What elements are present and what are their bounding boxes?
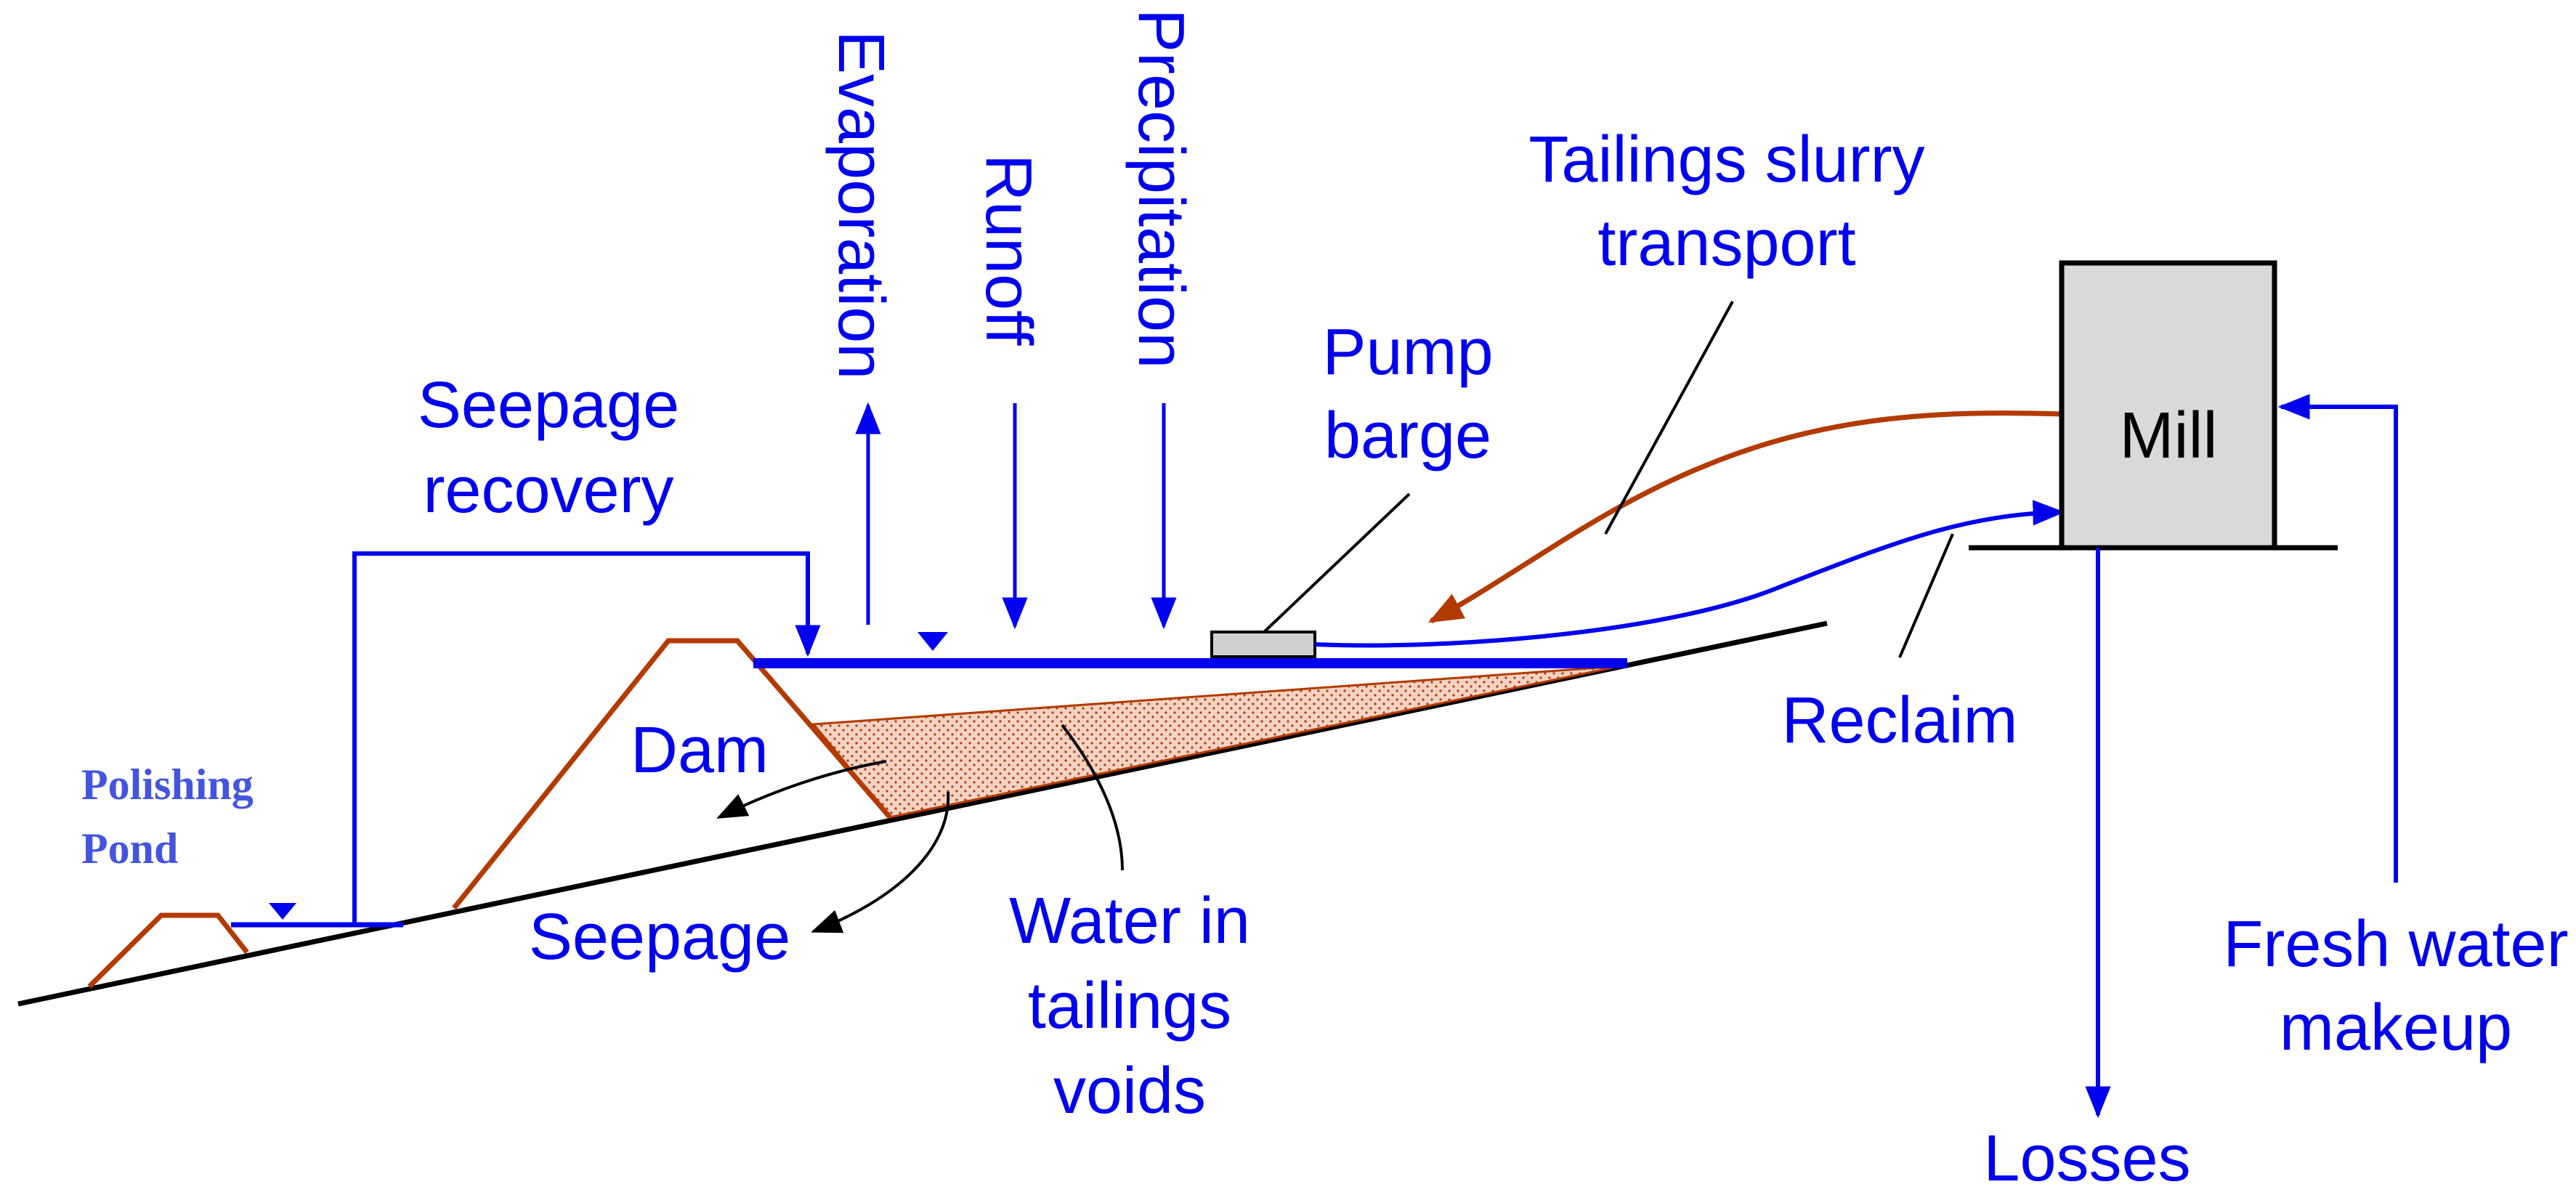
tailings-slurry-pipe [1427, 410, 2062, 624]
pump-barge-label-line2: barge [1324, 400, 1491, 472]
water-in-voids-label-line3: voids [1053, 1055, 1206, 1127]
polishing-pond-label-line1: Polishing [81, 761, 254, 809]
evaporation-label: Evaporation [825, 31, 897, 379]
losses-label: Losses [1983, 1122, 2190, 1195]
water-in-voids-label-line2: tailings [1028, 970, 1231, 1042]
seepage-recovery-label-line1: Seepage [418, 369, 679, 442]
polishing-pond-water-level-icon [269, 903, 296, 920]
polishing-pond-dam [87, 912, 249, 989]
pump-barge-leader [1263, 493, 1411, 633]
seepage-label: Seepage [529, 901, 790, 973]
pump-barge [1210, 631, 1316, 658]
tailings-slurry-label-line1: Tailings slurry [1528, 123, 1924, 196]
seepage-recovery-line [352, 551, 821, 925]
dam-seepage-arrow [716, 760, 887, 819]
foundation-seepage-arrow [811, 791, 950, 933]
reclaim-leader [1898, 533, 1954, 658]
tailings-slurry-label-line2: transport [1597, 207, 1855, 280]
seepage-recovery-label-line2: recovery [423, 454, 673, 527]
tailings-deposit [811, 665, 1621, 819]
pond-water-level-icon [918, 632, 948, 651]
fresh-water-line [2277, 394, 2398, 883]
dam-label: Dam [631, 714, 769, 787]
water-in-voids-leader [1061, 724, 1124, 871]
reclaim-label: Reclaim [1781, 684, 2017, 757]
tailings-slurry-leader [1604, 301, 1734, 535]
fresh-water-label-line2: makeup [2280, 992, 2512, 1064]
runoff-label: Runoff [972, 154, 1045, 347]
pump-barge-label-line1: Pump [1322, 316, 1493, 389]
mill-building [2059, 260, 2277, 551]
polishing-pond-label-line2: Pond [81, 825, 178, 872]
reclaim-pipe [1314, 500, 2065, 648]
dam-outline [452, 638, 892, 910]
precipitation-label: Precipitation [1125, 9, 1197, 368]
water-in-voids-label-line1: Water in [1009, 885, 1250, 957]
fresh-water-label-line1: Fresh water [2223, 908, 2568, 981]
mill-label: Mill [2120, 400, 2218, 472]
